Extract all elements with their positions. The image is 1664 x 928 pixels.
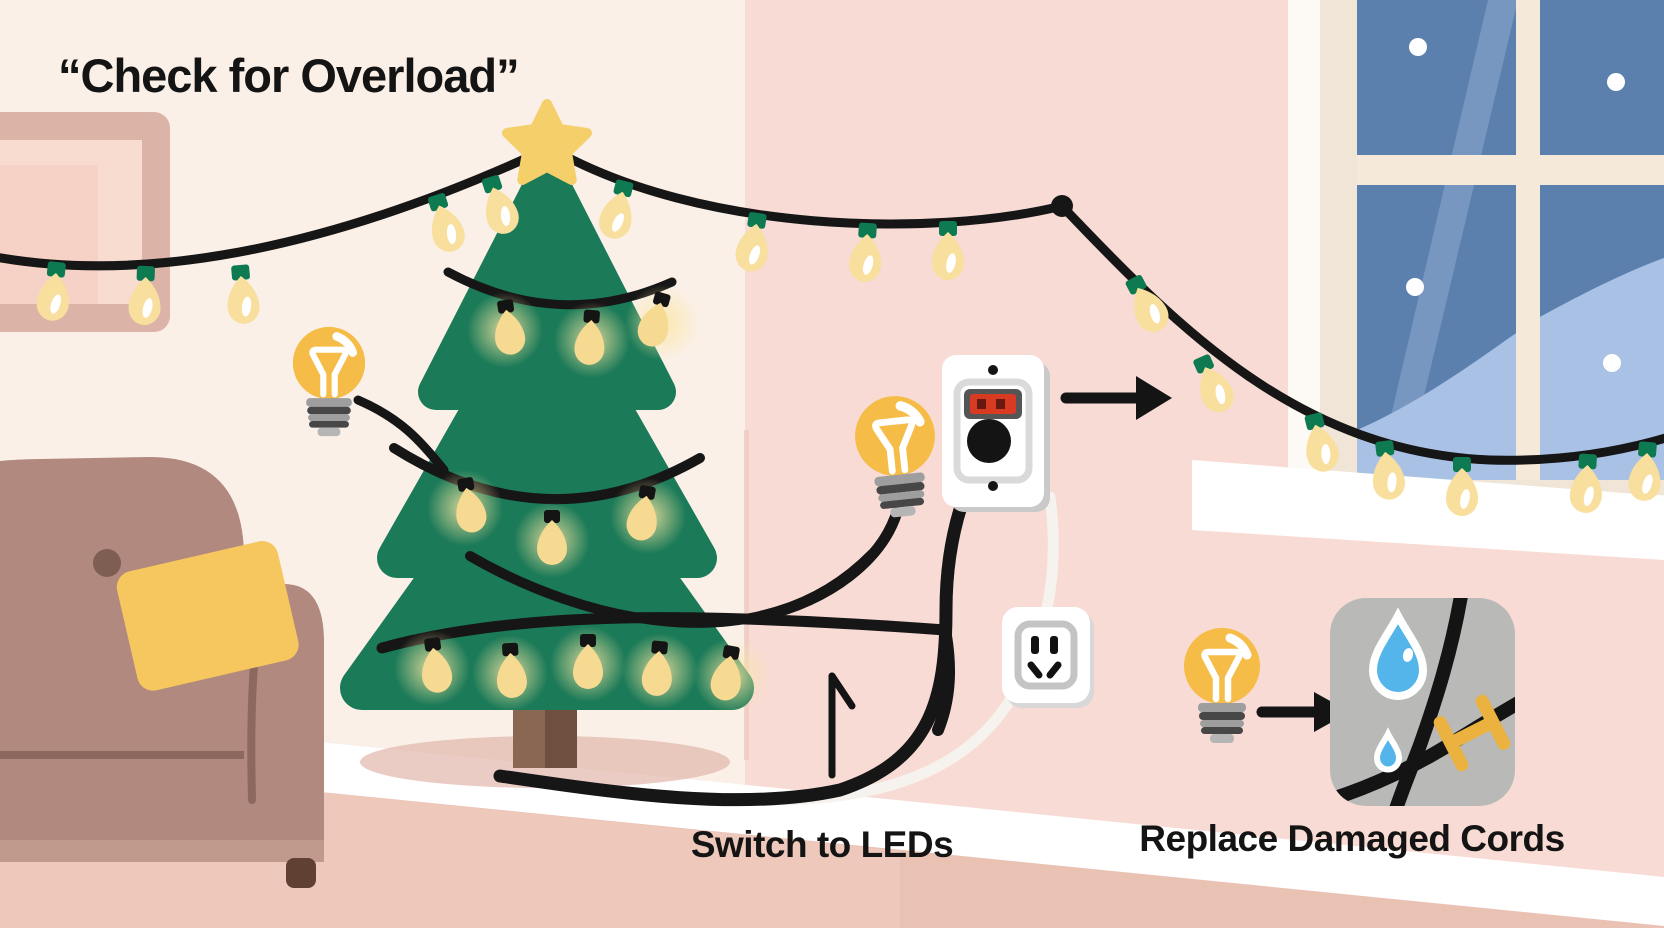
repair-tape-icon [1433,694,1511,772]
white-power-cord [764,491,1059,806]
arrow-up-icon [828,672,856,779]
outlet-slot-v [1027,661,1062,679]
snowflake-dot [1406,278,1424,296]
couch-skirt [0,840,324,862]
power-cord [493,445,991,807]
cord-junction [1051,195,1073,217]
water-drop-icon-small [1373,727,1403,773]
outlet-inner [953,378,1033,484]
tree-cord [389,443,705,505]
window-sill [1192,460,1664,560]
snowflake-dot [1607,73,1625,91]
title-text: “Check for Overload” [58,49,520,102]
outlet-inner [1014,620,1078,690]
wall-corner [744,430,749,760]
damaged-cords-panel [1330,598,1515,806]
outlet-plate [1002,607,1090,703]
power-cord [353,395,449,475]
couch [0,457,324,888]
tree-star [502,99,592,185]
screw-icon [988,481,998,491]
outlet-slot [1050,636,1058,654]
power-cord [932,624,956,736]
snow-drift [1357,258,1664,480]
string-lights [0,145,1664,516]
water-drop-icon [1368,607,1428,700]
tree-lights [376,267,951,714]
outlet-slot [1031,636,1039,654]
overload-indicator-red [970,394,1016,414]
pillow [116,541,299,691]
power-cord [756,506,903,622]
power-plug [967,419,1011,463]
couch-button [93,549,121,577]
snowflake-dot [1603,354,1621,372]
window-muntin-h [1357,155,1664,185]
screw-icon [988,365,998,375]
window-muntin-v [1516,0,1540,480]
couch-leg [286,858,316,888]
snowy-window [1288,0,1664,505]
wall-outlet-icon [1002,607,1094,708]
water-drop-highlight [1402,648,1414,662]
label-switch-to-leds: Switch to LEDs [690,824,954,865]
label-replace-damaged-cords: Replace Damaged Cords [1139,818,1565,859]
outlet-slot [977,399,986,409]
damaged-cord [1387,598,1469,806]
snowflake-dot [1409,38,1427,56]
window-reflection [1376,0,1518,480]
arrow-right-icon [1060,376,1172,420]
wall-outlet-overloaded-icon [942,355,1050,512]
couch-back [0,457,245,790]
string-cord [0,147,545,271]
outlet-slot [996,399,1005,409]
power-cords [493,445,991,807]
